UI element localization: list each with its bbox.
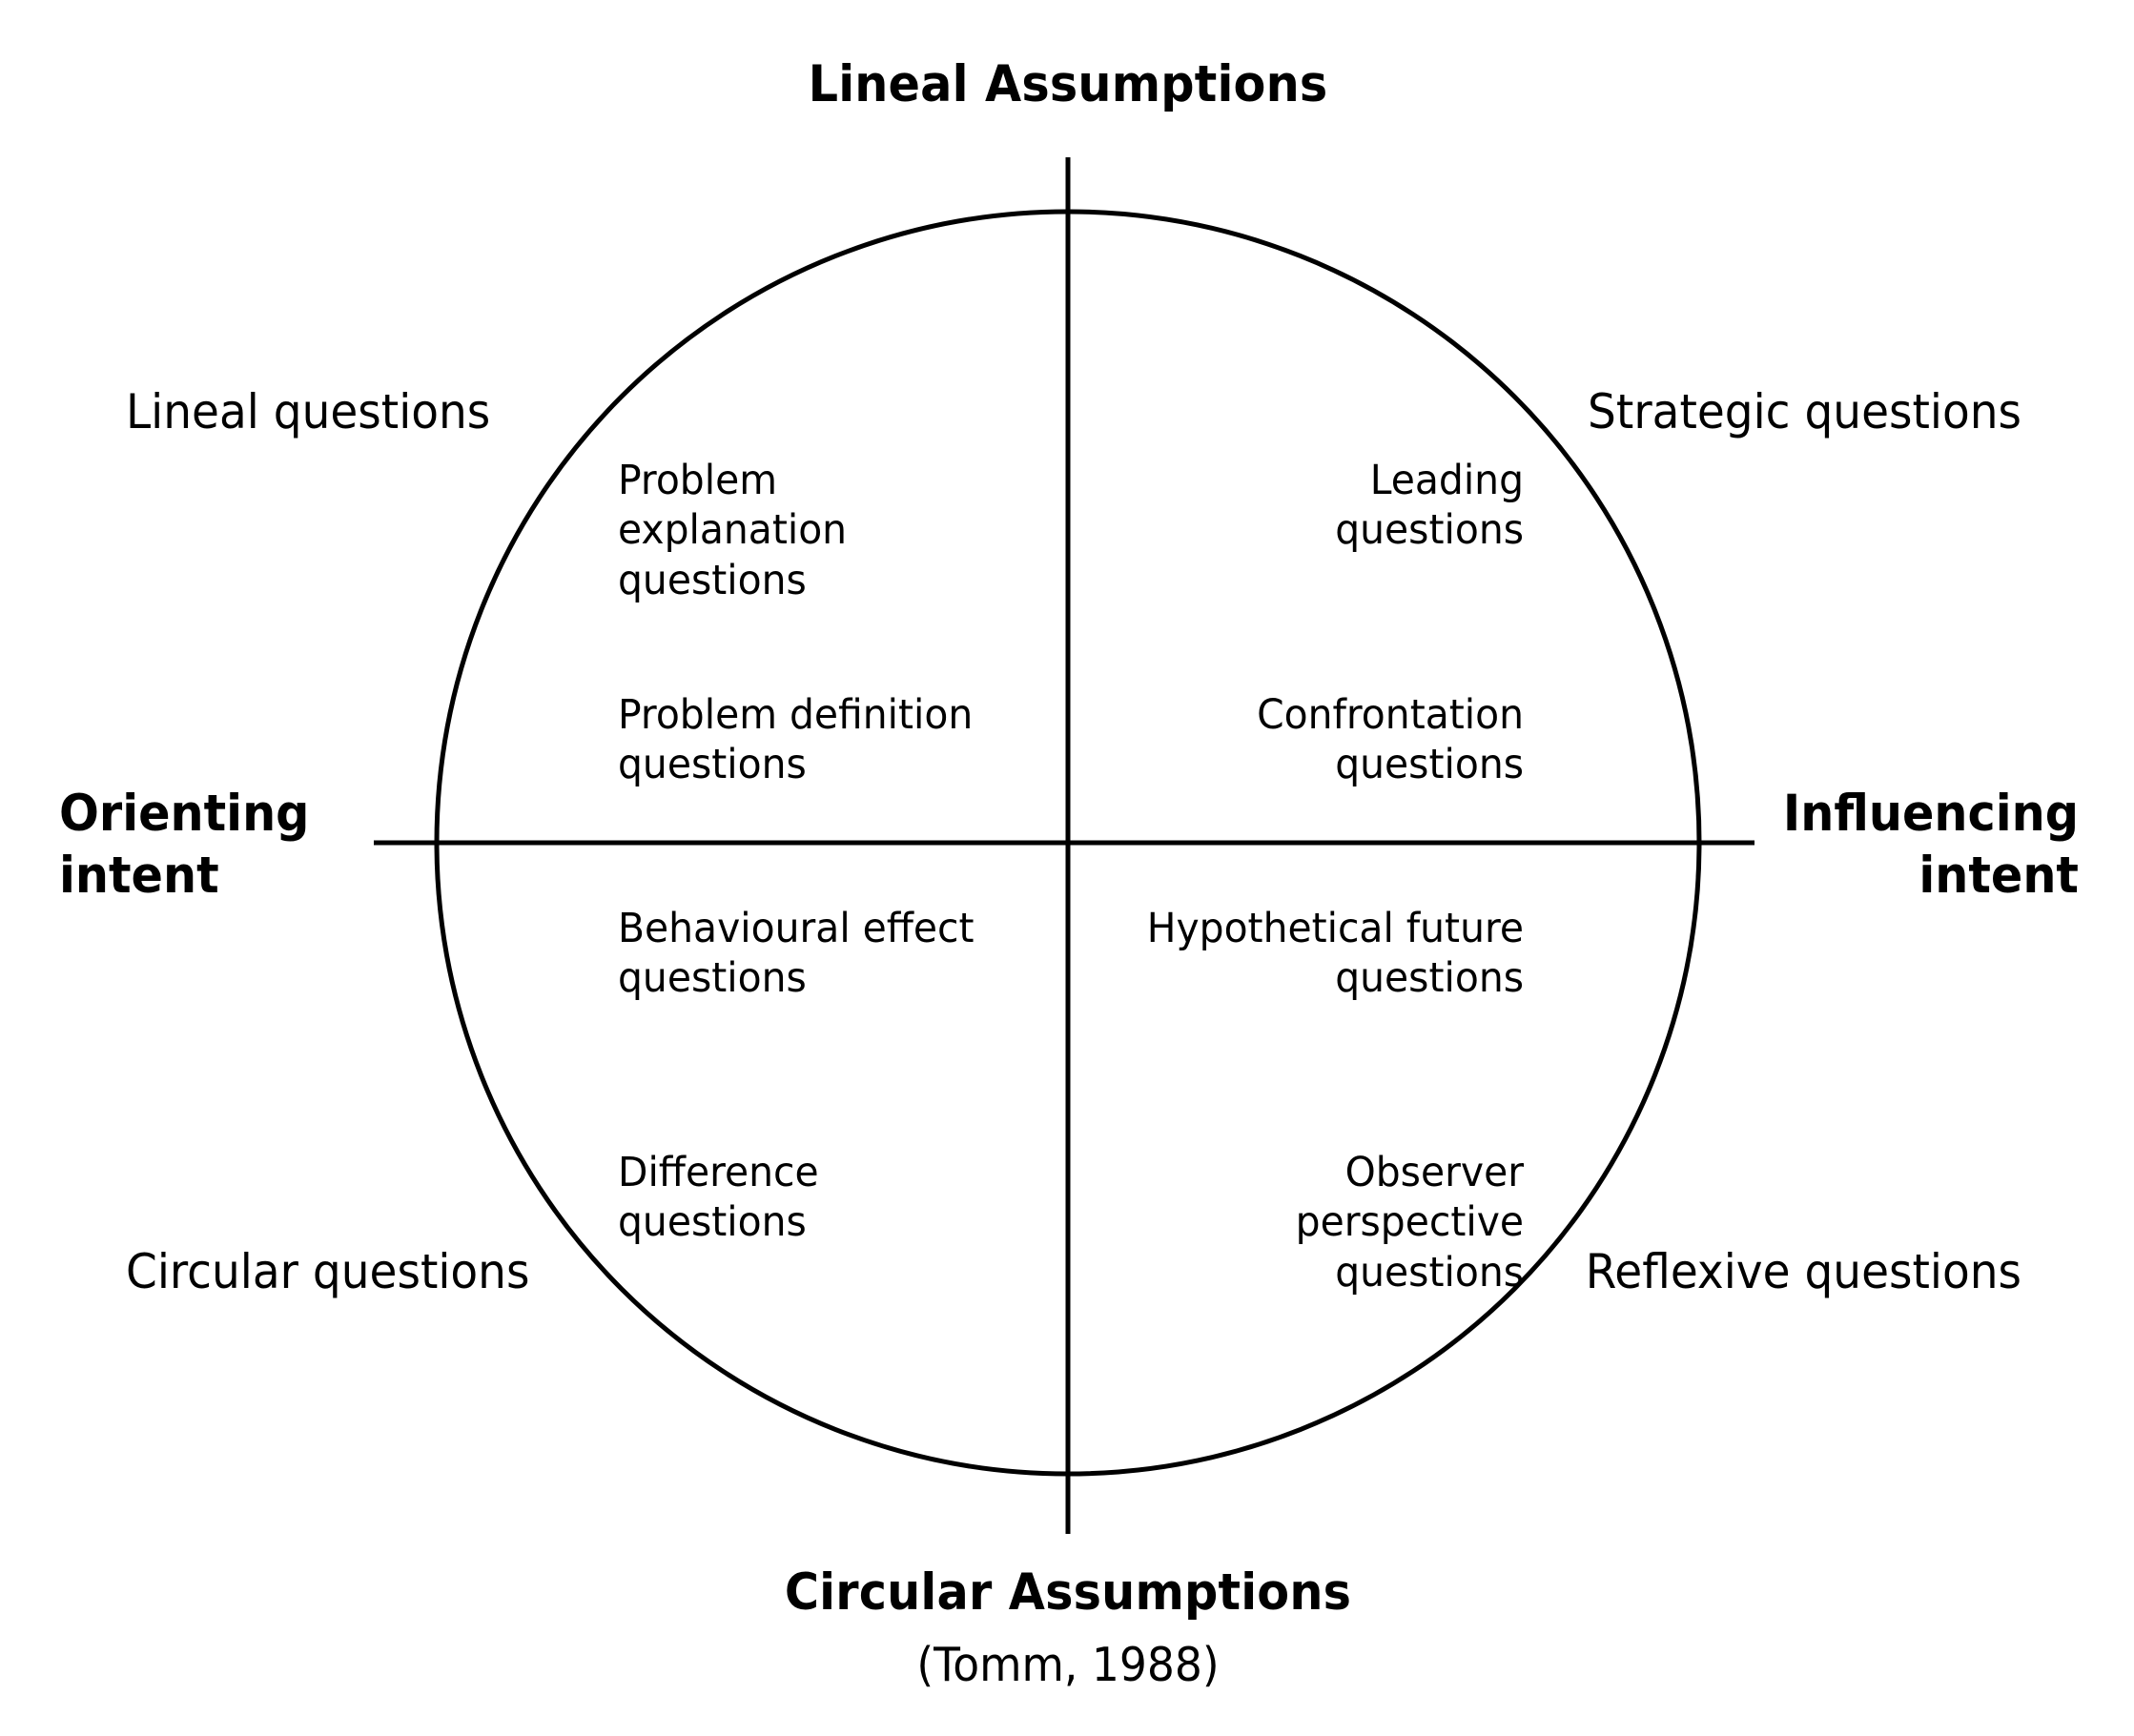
axis-label-left: Orienting intent [59,785,310,905]
citation-label: (Tomm, 1988) [916,1638,1220,1692]
item-leading-questions: Leading questions [1335,457,1524,555]
item-hypothetical-future-questions: Hypothetical future questions [1146,905,1524,1003]
quadrant-label-circular-questions: Circular questions [126,1244,530,1299]
quadrant-label-strategic-questions: Strategic questions [1588,384,2021,439]
quadrant-label-reflexive-questions: Reflexive questions [1585,1244,2021,1299]
item-problem-definition-questions: Problem definition questions [618,691,974,789]
item-observer-perspective-questions: Observer perspective questions [1295,1149,1524,1297]
axis-label-bottom: Circular Assumptions [784,1563,1352,1622]
outer-circle [434,209,1702,1477]
item-confrontation-questions: Confrontation questions [1257,691,1524,789]
axis-label-right: Influencing intent [1782,785,2079,905]
item-behavioural-effect-questions: Behavioural effect questions [618,905,975,1003]
quadrant-label-lineal-questions: Lineal questions [126,384,491,439]
item-problem-explanation-questions: Problem explanation questions [618,457,848,604]
axis-label-top: Lineal Assumptions [808,55,1328,113]
item-difference-questions: Difference questions [618,1149,819,1247]
